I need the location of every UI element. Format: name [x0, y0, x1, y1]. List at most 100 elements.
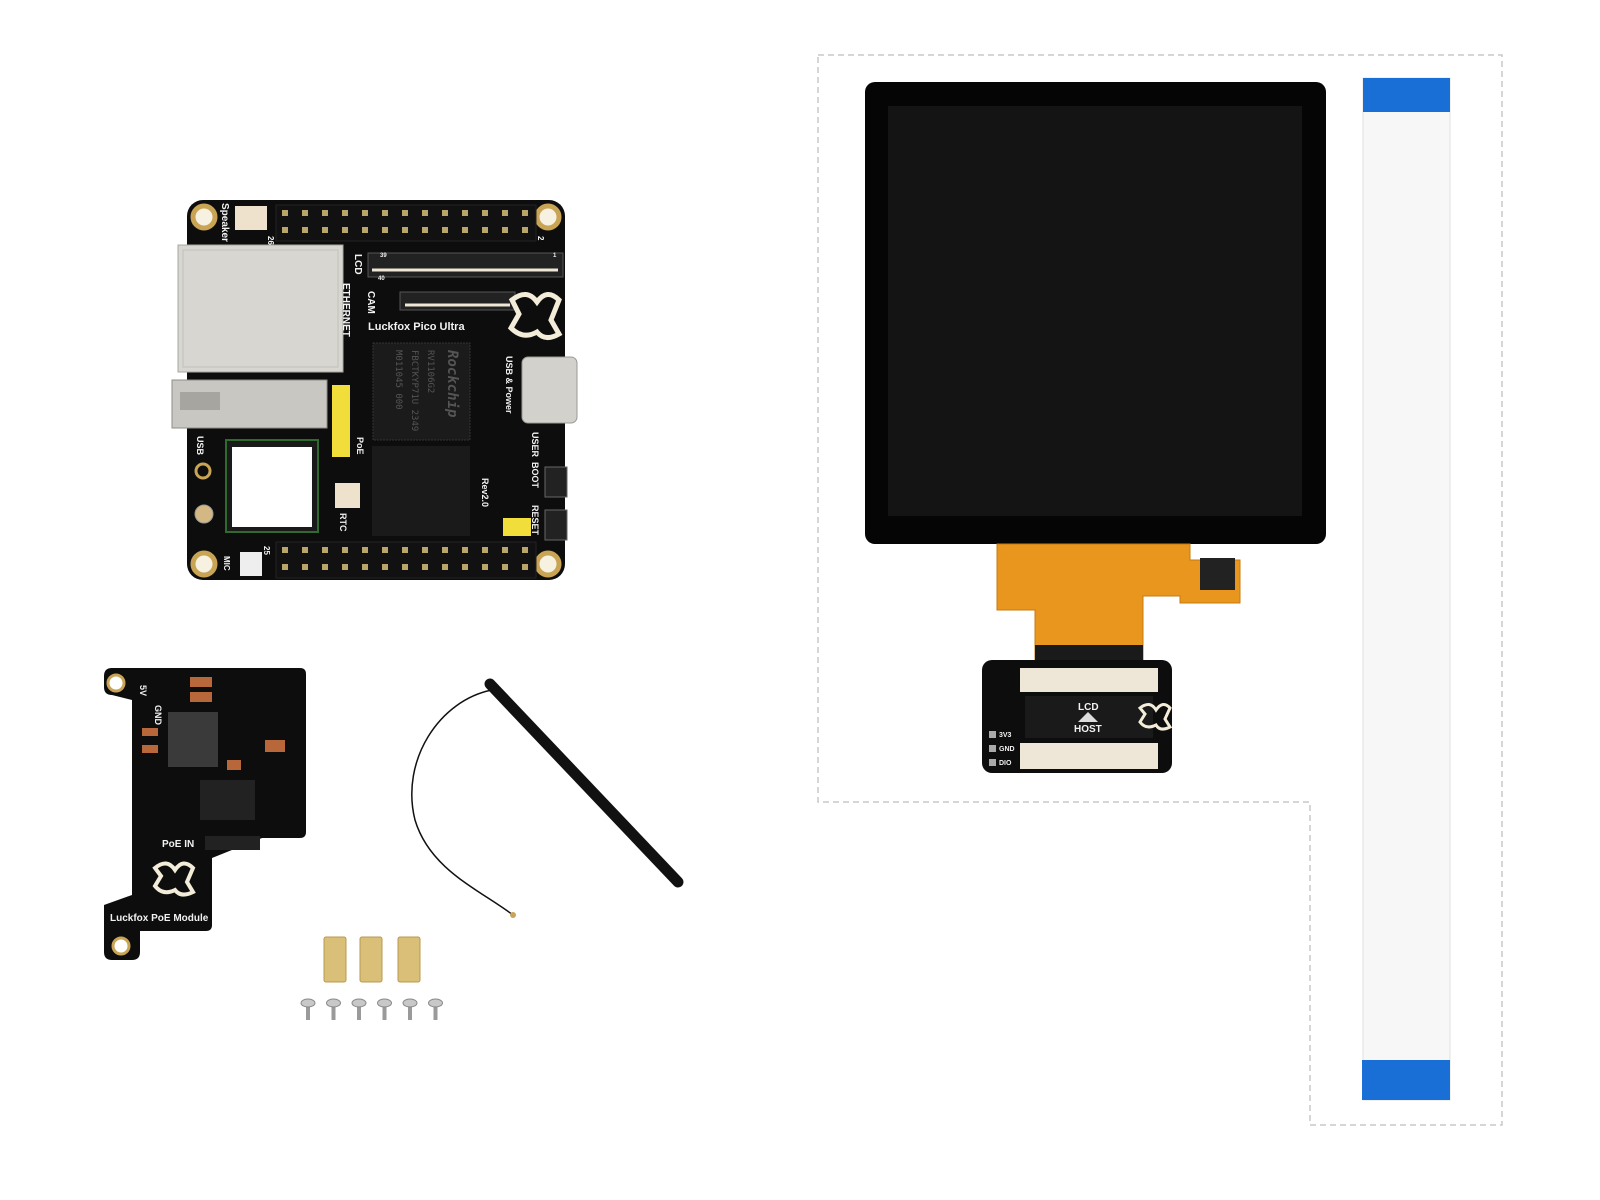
main-board: Rockchip RV1106G2 FBCTKYP71U 2349 M01104… — [171, 200, 578, 580]
screw — [428, 998, 443, 1020]
label-pin39: 39 — [380, 253, 387, 259]
header-pin — [522, 227, 528, 233]
adapter-label-3v3: 3V3 — [999, 732, 1012, 739]
usb-c-port — [521, 356, 578, 424]
header-pin — [482, 227, 488, 233]
label-ethernet: ETHERNET — [340, 283, 351, 337]
chip-line3: M011045 000 — [393, 350, 403, 410]
header-pin — [422, 210, 428, 216]
label-pin25: 25 — [262, 546, 271, 555]
header-pin — [382, 210, 388, 216]
flash-chip — [372, 446, 470, 536]
poe-header — [332, 385, 350, 457]
cam-connector — [399, 291, 516, 311]
lcd-fpc — [996, 543, 1241, 661]
boot-button — [544, 466, 568, 498]
header-pin — [382, 547, 388, 553]
header-pin — [462, 210, 468, 216]
screw — [326, 998, 341, 1020]
poe-module-name: Luckfox PoE Module — [110, 913, 209, 924]
label-pin40: 40 — [378, 276, 385, 282]
label-usb: USB — [195, 436, 205, 456]
lcd-display — [865, 82, 1326, 665]
label-rev: Rev2.0 — [480, 478, 490, 507]
header-pin — [382, 227, 388, 233]
header-pin — [282, 547, 288, 553]
header-pin — [282, 227, 288, 233]
header-pin — [522, 547, 528, 553]
speaker-connector — [235, 206, 267, 230]
usb-a-port — [171, 379, 328, 429]
label-poe: PoE — [355, 437, 365, 455]
poe-module: 5V GND PoE IN Luckfox PoE Module — [104, 668, 306, 960]
label-reset: RESET — [530, 505, 540, 536]
header-pin — [502, 564, 508, 570]
header-pin — [362, 227, 368, 233]
soc-chip — [372, 342, 471, 441]
header-pin — [342, 210, 348, 216]
header-pin — [282, 564, 288, 570]
brass-standoffs — [323, 936, 421, 983]
mic — [240, 552, 262, 576]
adapter-label-dio: DIO — [999, 760, 1012, 767]
header-pin — [462, 564, 468, 570]
header-pin — [342, 564, 348, 570]
header-pin — [282, 210, 288, 216]
header-pin — [502, 547, 508, 553]
label-pin1: 1 — [553, 253, 557, 259]
label-5v: 5V — [138, 685, 148, 696]
header-pin — [322, 210, 328, 216]
header-pin — [342, 227, 348, 233]
header-pin — [322, 227, 328, 233]
header-pin — [522, 210, 528, 216]
wifi-antenna — [411, 678, 684, 918]
rtc-connector — [335, 483, 360, 508]
header-pin — [402, 210, 408, 216]
label-speaker: Speaker — [219, 203, 230, 242]
ribbon-blue-end-bottom — [1362, 1060, 1450, 1100]
label-gnd: GND — [153, 705, 163, 726]
label-usb-power: USB & Power — [504, 356, 514, 414]
label-user: USER — [530, 432, 540, 458]
header-pin — [302, 564, 308, 570]
header-pin — [362, 564, 368, 570]
screws — [300, 998, 443, 1020]
mounting-holes — [190, 203, 562, 578]
header-pin — [382, 564, 388, 570]
label-rtc: RTC — [338, 513, 348, 532]
header-pin — [462, 227, 468, 233]
label-pin2: 2 — [536, 236, 545, 241]
header-pin — [482, 564, 488, 570]
adapter-connector-top — [1020, 668, 1158, 692]
header-pin — [462, 547, 468, 553]
label-poe-in: PoE IN — [162, 839, 194, 850]
chip-line2: FBCTKYP71U 2349 — [409, 350, 419, 431]
header-pin — [442, 210, 448, 216]
usb-jumper-pad — [194, 462, 212, 480]
ribbon-blue-end-top — [1363, 78, 1450, 112]
display-kit-outline — [817, 54, 1503, 1126]
header-pin — [302, 210, 308, 216]
adapter-connector-bottom — [1020, 743, 1158, 769]
header-pin — [402, 564, 408, 570]
header-pin — [522, 564, 528, 570]
adapter-label-lcd: LCD — [1078, 702, 1099, 713]
header-pin — [402, 227, 408, 233]
screw — [402, 998, 418, 1020]
header-pin — [442, 564, 448, 570]
header-pin — [402, 547, 408, 553]
adapter-label-host: HOST — [1074, 724, 1102, 735]
header-pin — [482, 210, 488, 216]
adapter-logo — [1137, 703, 1173, 731]
header-pin — [322, 547, 328, 553]
chip-line1: RV1106G2 — [425, 350, 435, 393]
fpc-ribbon-cable — [1362, 77, 1451, 1101]
yellow-jumper — [503, 518, 531, 536]
board-name: Luckfox Pico Ultra — [368, 321, 465, 333]
label-cam: CAM — [365, 291, 376, 314]
header-pin — [422, 227, 428, 233]
poe-logo — [152, 861, 196, 897]
luckfox-logo — [507, 292, 563, 340]
poe-capacitors — [142, 677, 285, 770]
